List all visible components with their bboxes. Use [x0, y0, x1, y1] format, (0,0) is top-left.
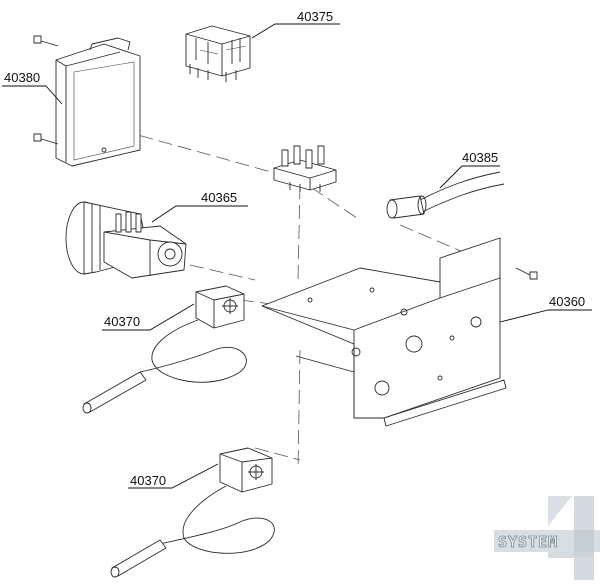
- timer-motor-part: [65, 201, 187, 279]
- label-40370-lower: 40370: [128, 463, 219, 489]
- label-40380: 40380: [2, 70, 63, 105]
- part-number-label: 40370: [130, 473, 166, 488]
- part-number-label: 40365: [201, 190, 237, 205]
- part-number-label: 40375: [297, 9, 333, 24]
- label-40370-upper: 40370: [102, 303, 195, 331]
- system4-watermark-logo: SYSTEM: [494, 496, 600, 580]
- terminal-block-part: [273, 145, 337, 192]
- part-number-label: 40370: [104, 314, 140, 329]
- label-40385: 40385: [439, 150, 500, 189]
- label-40365: 40365: [151, 190, 248, 223]
- watermark-text: SYSTEM: [498, 533, 558, 551]
- relay-base-part: [185, 25, 251, 82]
- thermostat-upper-part: [82, 285, 247, 414]
- part-number-label: 40360: [549, 294, 585, 309]
- label-40375: 40375: [251, 9, 340, 39]
- label-40360: 40360: [499, 294, 592, 323]
- mounting-bracket-part: [261, 237, 538, 427]
- wire-sleeve-part: [386, 171, 505, 219]
- part-number-label: 40385: [462, 150, 498, 165]
- thermostat-lower-part: [110, 447, 275, 578]
- enclosure-box-part: [33, 35, 141, 167]
- part-number-label: 40380: [4, 70, 40, 85]
